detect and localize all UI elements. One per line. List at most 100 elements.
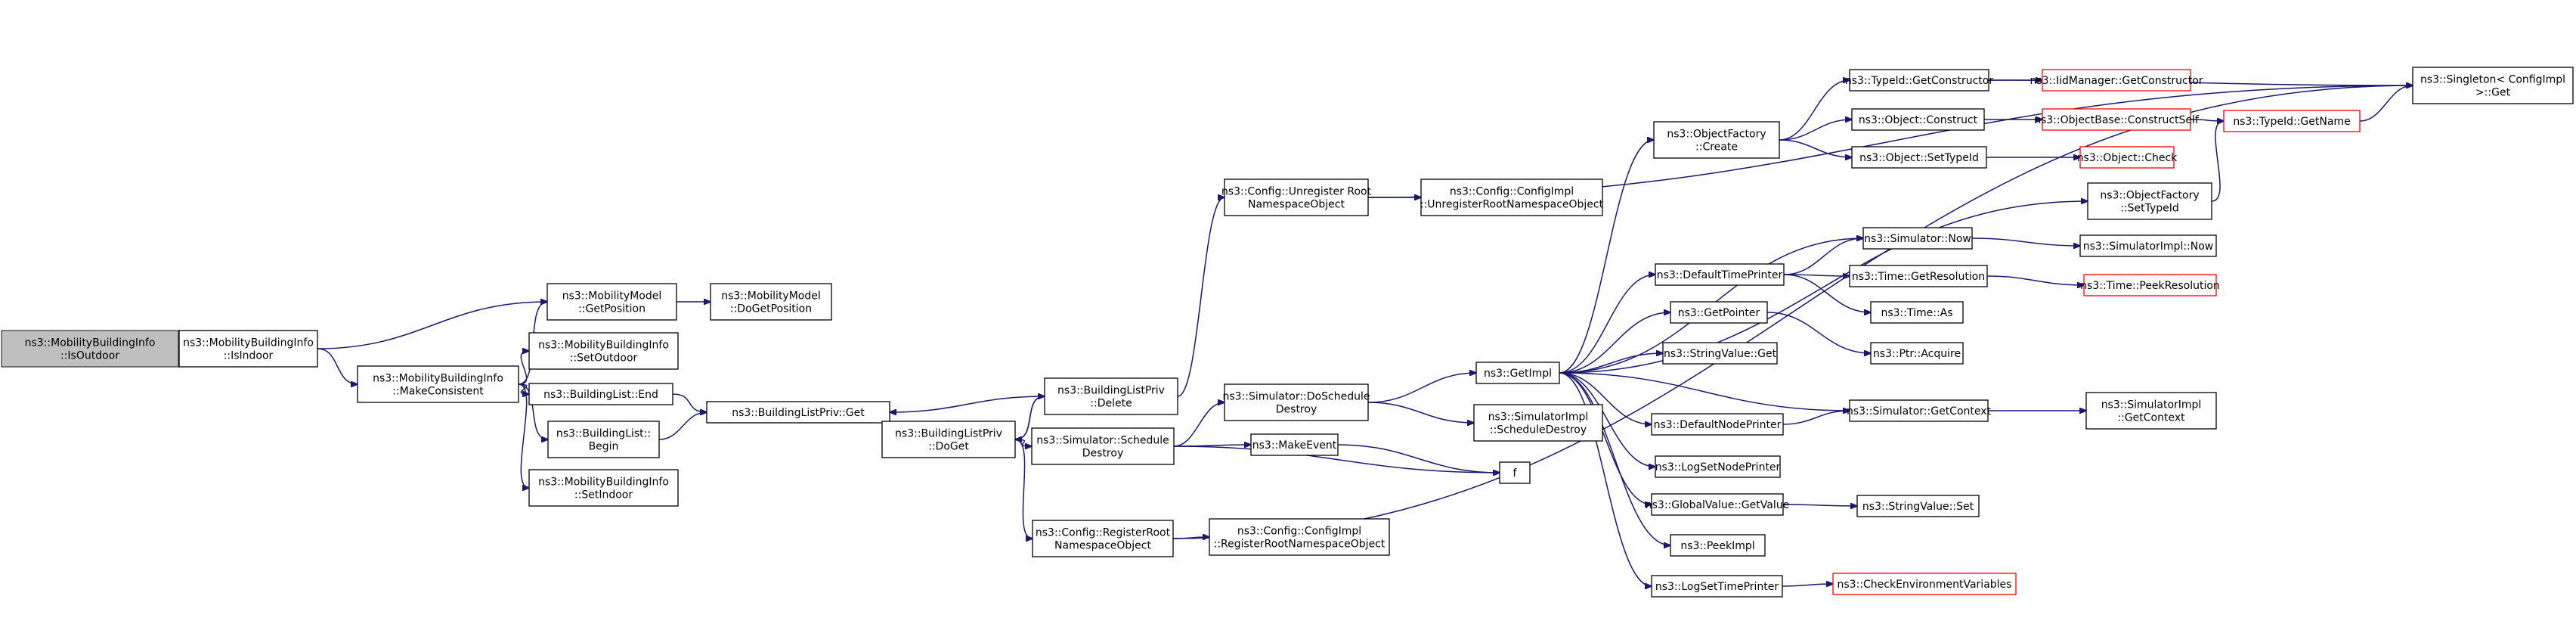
node-label-line: ns3::Simulator::Schedule (1036, 435, 1169, 447)
edge-n23-n35 (1783, 238, 1863, 275)
edge-n7-n9 (658, 412, 707, 440)
node-n22[interactable]: ns3::ObjectFactory::Create (1653, 121, 1780, 159)
node-n36[interactable]: ns3::Time::GetResolution (1849, 265, 1988, 287)
node-n46[interactable]: ns3::Time::PeekResolution (2080, 274, 2220, 296)
node-n49[interactable]: ns3::Singleton< ConfigImpl >::Get (2412, 67, 2574, 104)
node-box (1670, 301, 1768, 324)
node-n37[interactable]: ns3::Time::As (1870, 301, 1964, 324)
node-n3[interactable]: ns3::MobilityBuildingInfo::MakeConsisten… (357, 365, 519, 403)
node-box (1849, 399, 1989, 422)
node-label-line: ns3::BuildingList::End (543, 389, 658, 401)
node-n32[interactable]: ns3::Object::Construct (1851, 108, 1985, 131)
node-n48[interactable]: ns3::TypeId::GetName (2223, 110, 2361, 132)
node-box (2087, 182, 2212, 220)
node-n28[interactable]: ns3::GlobalValue::GetValue (1646, 493, 1789, 516)
edge-n16-n19 (1367, 373, 1476, 403)
node-n7[interactable]: ns3::BuildingList::Begin (547, 421, 660, 458)
node-n12[interactable]: ns3::Simulator::ScheduleDestroy (1031, 427, 1175, 465)
node-label-line: ::UnregisterRootNamespaceObject (1420, 199, 1604, 211)
node-label-line: ns3::BuildingListPriv (1057, 385, 1165, 397)
node-label-line: NamespaceObject (1054, 540, 1151, 552)
node-n44[interactable]: ns3::Object::Check (2077, 146, 2178, 169)
node-box (1653, 121, 1780, 159)
node-n17[interactable]: ns3::MakeEvent (1250, 433, 1339, 456)
node-n40[interactable]: ns3::StringValue::Set (1856, 495, 1980, 517)
node-n43[interactable]: ns3::ObjectBase::ConstructSelf (2034, 108, 2200, 131)
node-n19[interactable]: ns3::GetImpl (1475, 362, 1560, 384)
edge-n35-n45 (1971, 237, 2080, 246)
node-n5[interactable]: ns3::MobilityBuildingInfo::SetOutdoor (528, 332, 679, 370)
node-n20[interactable]: ns3::SimulatorImpl::ScheduleDestroy (1473, 404, 1603, 442)
node-box (1, 330, 179, 368)
node-n4[interactable]: ns3::MobilityModel::DoGetPosition (710, 283, 832, 321)
node-n24[interactable]: ns3::GetPointer (1670, 301, 1768, 324)
node-box (1031, 427, 1175, 465)
node-label-line: ns3::DefaultNodePrinter (1654, 419, 1782, 431)
node-label-line: ns3::MobilityBuildingInfo (373, 373, 503, 385)
node-n1[interactable]: ns3::MobilityBuildingInfo::IsIndoor (178, 330, 318, 368)
node-n15[interactable]: ns3::Config::ConfigImpl::UnregisterRootN… (1420, 179, 1604, 216)
node-label-line: ns3::MobilityBuildingInfo (538, 477, 669, 489)
edge-n11-n9 (890, 396, 1045, 412)
node-label-line: ns3::MobilityBuildingInfo (538, 340, 669, 352)
node-n47[interactable]: ns3::SimulatorImpl::GetContext (2085, 392, 2217, 430)
node-n26[interactable]: ns3::DefaultNodePrinter (1651, 413, 1784, 436)
node-box (2412, 67, 2574, 104)
node-n25[interactable]: ns3::StringValue::Get (1662, 342, 1778, 365)
node-n27[interactable]: ns3::LogSetNodePrinter (1655, 455, 1781, 478)
edge-n30-n41 (1782, 584, 1833, 586)
edge-n26-n39 (1782, 411, 1850, 425)
node-box (1655, 455, 1781, 478)
node-box (1209, 518, 1390, 556)
edge-n22-n32 (1779, 120, 1852, 141)
node-label-line: Destroy (1082, 448, 1123, 460)
node-n39[interactable]: ns3::Simulator::GetContext (1847, 399, 1992, 422)
node-n9[interactable]: ns3::BuildingListPriv::Get (706, 401, 890, 424)
node-label-line: ns3::Simulator::DoSchedule (1223, 391, 1370, 403)
edge-n34-n48 (2211, 121, 2224, 202)
node-label-line: ::ScheduleDestroy (1490, 424, 1587, 436)
node-n41[interactable]: ns3::CheckEnvironmentVariables (1832, 573, 2017, 595)
node-n30[interactable]: ns3::LogSetTimePrinter (1651, 575, 1783, 598)
edge-n1-n3 (317, 348, 358, 384)
edge-n19-n39 (1559, 372, 1850, 411)
edge-n17-n21 (1337, 444, 1500, 473)
node-box (1651, 413, 1784, 436)
edge-n22-n33 (1779, 139, 1852, 157)
node-n29[interactable]: ns3::PeekImpl (1670, 534, 1766, 557)
node-n45[interactable]: ns3::SimulatorImpl::Now (2079, 234, 2217, 257)
node-n33[interactable]: ns3::Object::SetTypeId (1851, 146, 1987, 169)
node-n31[interactable]: ns3::TypeId::GetConstructor (1845, 69, 1993, 92)
node-label-line: ns3::LogSetTimePrinter (1655, 581, 1779, 593)
node-n2[interactable]: ns3::MobilityModel::GetPosition (546, 283, 677, 321)
node-box (1856, 495, 1980, 517)
node-n8[interactable]: ns3::MobilityBuildingInfo::SetIndoor (528, 469, 679, 507)
edge-n19-n22 (1559, 140, 1654, 374)
node-box (1044, 377, 1178, 415)
node-n13[interactable]: ns3::Config::RegisterRootNamespaceObject (1032, 520, 1174, 557)
node-n38[interactable]: ns3::Ptr::Acquire (1870, 342, 1964, 365)
node-label-line: ns3::Config::ConfigImpl (1237, 526, 1361, 538)
edge-n3-n6 (518, 383, 529, 394)
node-n42[interactable]: ns3::IidManager::GetConstructor (2030, 69, 2203, 92)
node-label-line: NamespaceObject (1248, 199, 1345, 211)
node-label-line: ns3::Config::RegisterRoot (1036, 527, 1171, 539)
node-n6[interactable]: ns3::BuildingList::End (528, 383, 673, 405)
node-box (1670, 534, 1766, 557)
node-n18[interactable]: ns3::Config::ConfigImpl::RegisterRootNam… (1209, 518, 1390, 556)
node-n35[interactable]: ns3::Simulator::Now (1862, 227, 1973, 250)
node-label-line: ns3::GlobalValue::GetValue (1646, 499, 1789, 511)
node-label-line: ::Create (1695, 141, 1738, 154)
node-n34[interactable]: ns3::ObjectFactory::SetTypeId (2087, 182, 2212, 220)
node-n21[interactable]: f (1499, 461, 1531, 484)
edge-n11-n10 (1015, 396, 1045, 439)
edge-n28-n40 (1782, 504, 1857, 506)
node-n23[interactable]: ns3::DefaultTimePrinter (1655, 263, 1785, 286)
edge-n16-n20 (1367, 402, 1474, 423)
node-n11[interactable]: ns3::BuildingListPriv::Delete (1044, 377, 1178, 415)
edge-n23-n37 (1783, 274, 1871, 312)
node-n10[interactable]: ns3::BuildingListPriv::DoGet (881, 421, 1016, 458)
node-n14[interactable]: ns3::Config::Unregister RootNamespaceObj… (1221, 179, 1372, 216)
